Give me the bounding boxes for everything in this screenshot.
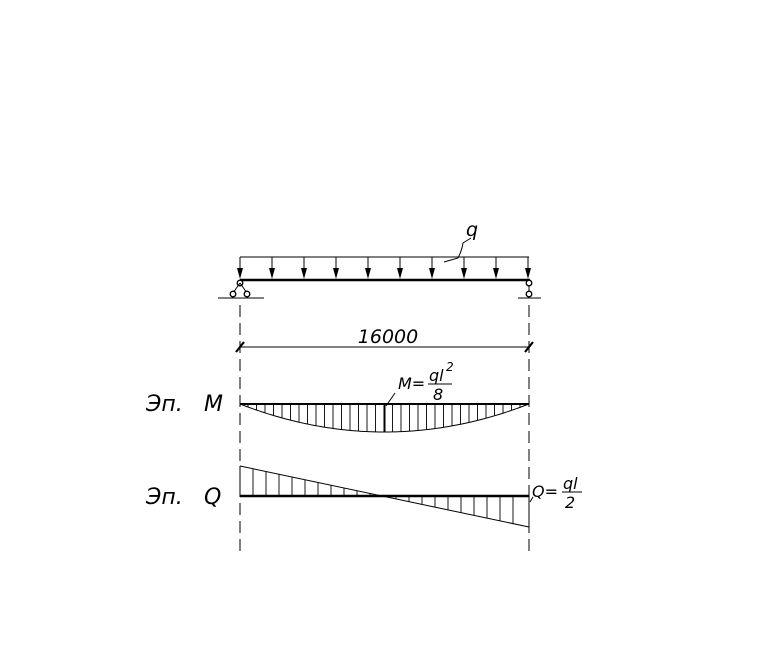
moment-formula: M= ql 2 8 <box>398 360 454 404</box>
dimension-tick-left <box>235 341 245 353</box>
load-arrow-head <box>461 268 467 279</box>
right-support <box>518 279 541 299</box>
load-arrow-head <box>333 268 339 279</box>
load-arrow-head <box>365 268 371 279</box>
moment-formula-numerator: ql <box>429 366 444 385</box>
load-arrow-head <box>525 268 531 279</box>
distributed-load: q <box>237 219 531 279</box>
moment-hatch <box>247 404 521 432</box>
moment-formula-exponent: 2 <box>446 360 454 374</box>
left-support <box>218 279 264 299</box>
moment-formula-denominator: 8 <box>433 385 443 404</box>
moment-leader <box>385 392 396 407</box>
shear-diagram: Эп. Q Q= ql 2 <box>145 465 582 528</box>
load-arrow-head <box>493 268 499 279</box>
moment-diagram: Эп. M M= ql 2 8 <box>145 360 530 433</box>
load-leader <box>443 237 472 263</box>
shear-prefix: Эп. <box>145 485 183 510</box>
span-dimension: 16000 <box>235 326 534 353</box>
right-pin <box>525 279 533 287</box>
shear-formula-denominator: 2 <box>565 493 575 512</box>
dimension-tick-right <box>524 341 534 353</box>
moment-formula-lhs: M= <box>398 374 425 393</box>
moment-prefix: Эп. <box>145 392 183 417</box>
load-arrow-head <box>269 268 275 279</box>
load-arrows <box>237 257 531 279</box>
shear-formula-numerator: ql <box>563 474 578 493</box>
shear-formula: Q= ql 2 <box>532 474 582 512</box>
load-arrow-head <box>397 268 403 279</box>
shear-leader <box>529 496 534 503</box>
load-label: q <box>466 219 478 241</box>
shear-formula-lhs: Q= <box>532 482 558 501</box>
shear-symbol: Q <box>204 485 221 510</box>
load-arrow-head <box>237 268 243 279</box>
load-arrow-head <box>301 268 307 279</box>
dimension-label: 16000 <box>358 326 418 348</box>
moment-symbol: M <box>204 392 223 417</box>
load-arrow-head <box>429 268 435 279</box>
